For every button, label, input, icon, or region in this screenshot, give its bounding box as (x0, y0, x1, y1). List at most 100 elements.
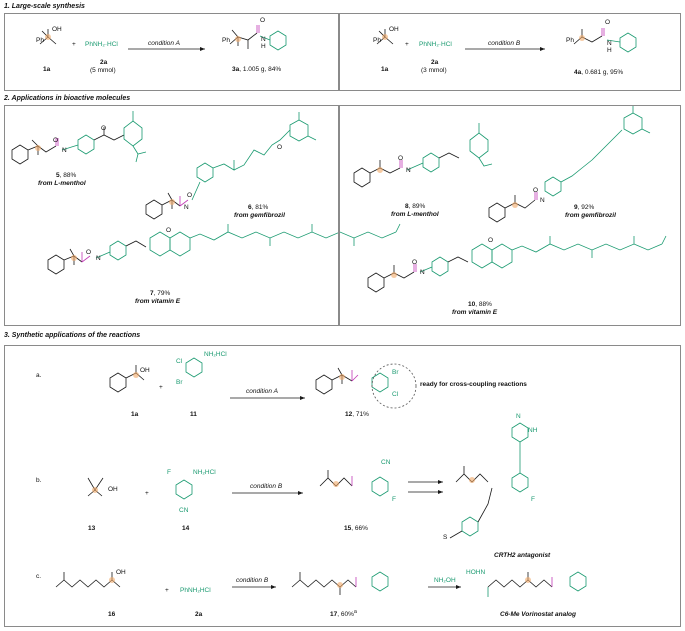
vorinostat-analog-structure (487, 571, 587, 597)
row-c-reactant-label: 16 (108, 611, 116, 618)
product-caption-right: 4a, 0.681 g, 95% (574, 69, 624, 76)
compound-5-o: O (53, 137, 59, 144)
compound-7-o: O (86, 249, 92, 256)
product-nh: N (261, 36, 266, 43)
compound-10-n: N (420, 269, 425, 276)
row-b-tetrazole-n: N (516, 413, 521, 420)
row-c-oh: OH (116, 569, 126, 576)
product-h: H (261, 43, 266, 50)
reactant-1a-structure (39, 29, 57, 45)
row-c-plus: + (165, 587, 169, 594)
row-a-tag: a. (36, 372, 42, 379)
crth2-antagonist-structure (449, 422, 529, 539)
compound-8-source: from L-menthol (391, 211, 439, 218)
oh-label: OH (52, 26, 62, 33)
plus-sign-right: + (405, 41, 409, 48)
section1-title: 1. Large-scale synthesis (4, 3, 85, 10)
product-ph: Ph (222, 37, 230, 44)
compound-9-o: O (533, 187, 539, 194)
compound-10-source: from vitamin E (452, 309, 498, 316)
row-c-hohn: HOHN (466, 569, 486, 576)
row-a-plus: + (159, 384, 163, 391)
reactant-1a-section3-structure (109, 365, 145, 393)
compound-5-structure (11, 111, 147, 165)
row-b-product-caption: 15, 66% (344, 525, 368, 532)
row-c-target: C6-Me Vorinostat analog (500, 611, 576, 618)
compound-6-n: N (184, 204, 189, 211)
row-c-amine-formula: PhNH₂HCl (180, 587, 211, 594)
compound-9-source: from gemfibrozil (565, 212, 616, 219)
row-c-tag: c. (36, 573, 42, 580)
row-b-tag: b. (36, 477, 42, 484)
compound-10-ring-o: O (488, 237, 494, 244)
compound-7-n: N (96, 255, 101, 262)
section2-title: 2. Applications in bioactive molecules (4, 95, 131, 102)
row-b-cn: CN (179, 507, 189, 514)
row-a-product-caption: 12, 71% (345, 411, 369, 418)
compound-8-caption: 8, 89% (405, 203, 426, 210)
amine-formula-right: PhNH₂·HCl (419, 41, 452, 48)
reactant-label-1a: 1a (43, 66, 51, 73)
ph-label-right: Ph (373, 37, 381, 44)
oh-label-right: OH (389, 26, 399, 33)
row-b-condition: condition B (250, 483, 283, 490)
product-o: O (260, 17, 266, 24)
amine-formula: PhNH₂·HCl (85, 41, 118, 48)
product-o-right: O (605, 19, 611, 26)
row-a-product-cl: Cl (392, 391, 399, 398)
compound-7-ring-o: O (166, 227, 172, 234)
compound-5-source: from L-menthol (38, 180, 86, 187)
amine-amount-right: (3 mmol) (421, 67, 447, 74)
compound-8-o: O (398, 155, 404, 162)
row-a-cl: Cl (176, 358, 183, 365)
product-12-structure (315, 363, 417, 409)
compound-6-caption: 6, 81% (248, 204, 269, 211)
compound-6-source: from gemfibrozil (234, 212, 285, 219)
section2-left-box (4, 105, 339, 326)
amine-11-structure (185, 357, 203, 378)
section1-left-box (4, 13, 339, 91)
product-3a-structure (229, 25, 287, 51)
row-b-nh2hcl: NH₂HCl (193, 469, 216, 476)
ph-label: Ph (36, 37, 44, 44)
row-a-note: ready for cross-coupling reactions (420, 381, 527, 388)
row-a-product-br: Br (392, 369, 399, 376)
section1-right-box (339, 13, 681, 91)
compound-9-n: N (540, 197, 545, 204)
compound-7-source: from vitamin E (135, 298, 181, 305)
product-ph-right: Ph (566, 37, 574, 44)
amine-label-2a-right: 2a (431, 59, 439, 66)
row-a-br: Br (176, 379, 183, 386)
product-17-structure (291, 571, 389, 595)
compound-5-n: N (62, 147, 67, 154)
reactant-1a-right-structure (376, 29, 394, 45)
plus-sign: + (72, 41, 76, 48)
row-c-amine-label: 2a (195, 611, 203, 618)
row-b-antagonist-f: F (531, 496, 535, 503)
compound-6-ether-o: O (277, 144, 283, 151)
row-b-target: CRTH2 antagonist (494, 552, 551, 559)
compound-8-n: N (406, 167, 411, 174)
reactant-13-structure (87, 477, 104, 497)
row-b-oh: OH (108, 486, 118, 493)
compound-10-caption: 10, 88% (468, 301, 492, 308)
compound-7-structure (47, 223, 401, 275)
row-c-condition: condition B (236, 577, 269, 584)
compound-5-caption: 5, 88% (56, 172, 77, 179)
compound-9-caption: 9, 92% (574, 204, 595, 211)
product-h-right: H (607, 47, 612, 54)
product-caption: 3a, 1.005 g, 84% (232, 66, 282, 73)
row-b-product-f: F (392, 496, 396, 503)
amine-amount: (5 mmol) (90, 67, 116, 74)
compound-10-structure (367, 235, 667, 293)
row-a-amine-label: 11 (190, 411, 197, 418)
row-c-reagent: NH₂OH (434, 577, 456, 584)
row-c-product-caption: 17, 60%a (330, 609, 357, 619)
compound-5-ester-o: O (101, 125, 107, 132)
row-a-oh: OH (140, 367, 150, 374)
product-15-structure (319, 470, 389, 497)
row-b-amine-label: 14 (182, 525, 190, 532)
row-a-nh2hcl: NH₂HCl (204, 351, 227, 358)
section3-box (4, 345, 681, 627)
